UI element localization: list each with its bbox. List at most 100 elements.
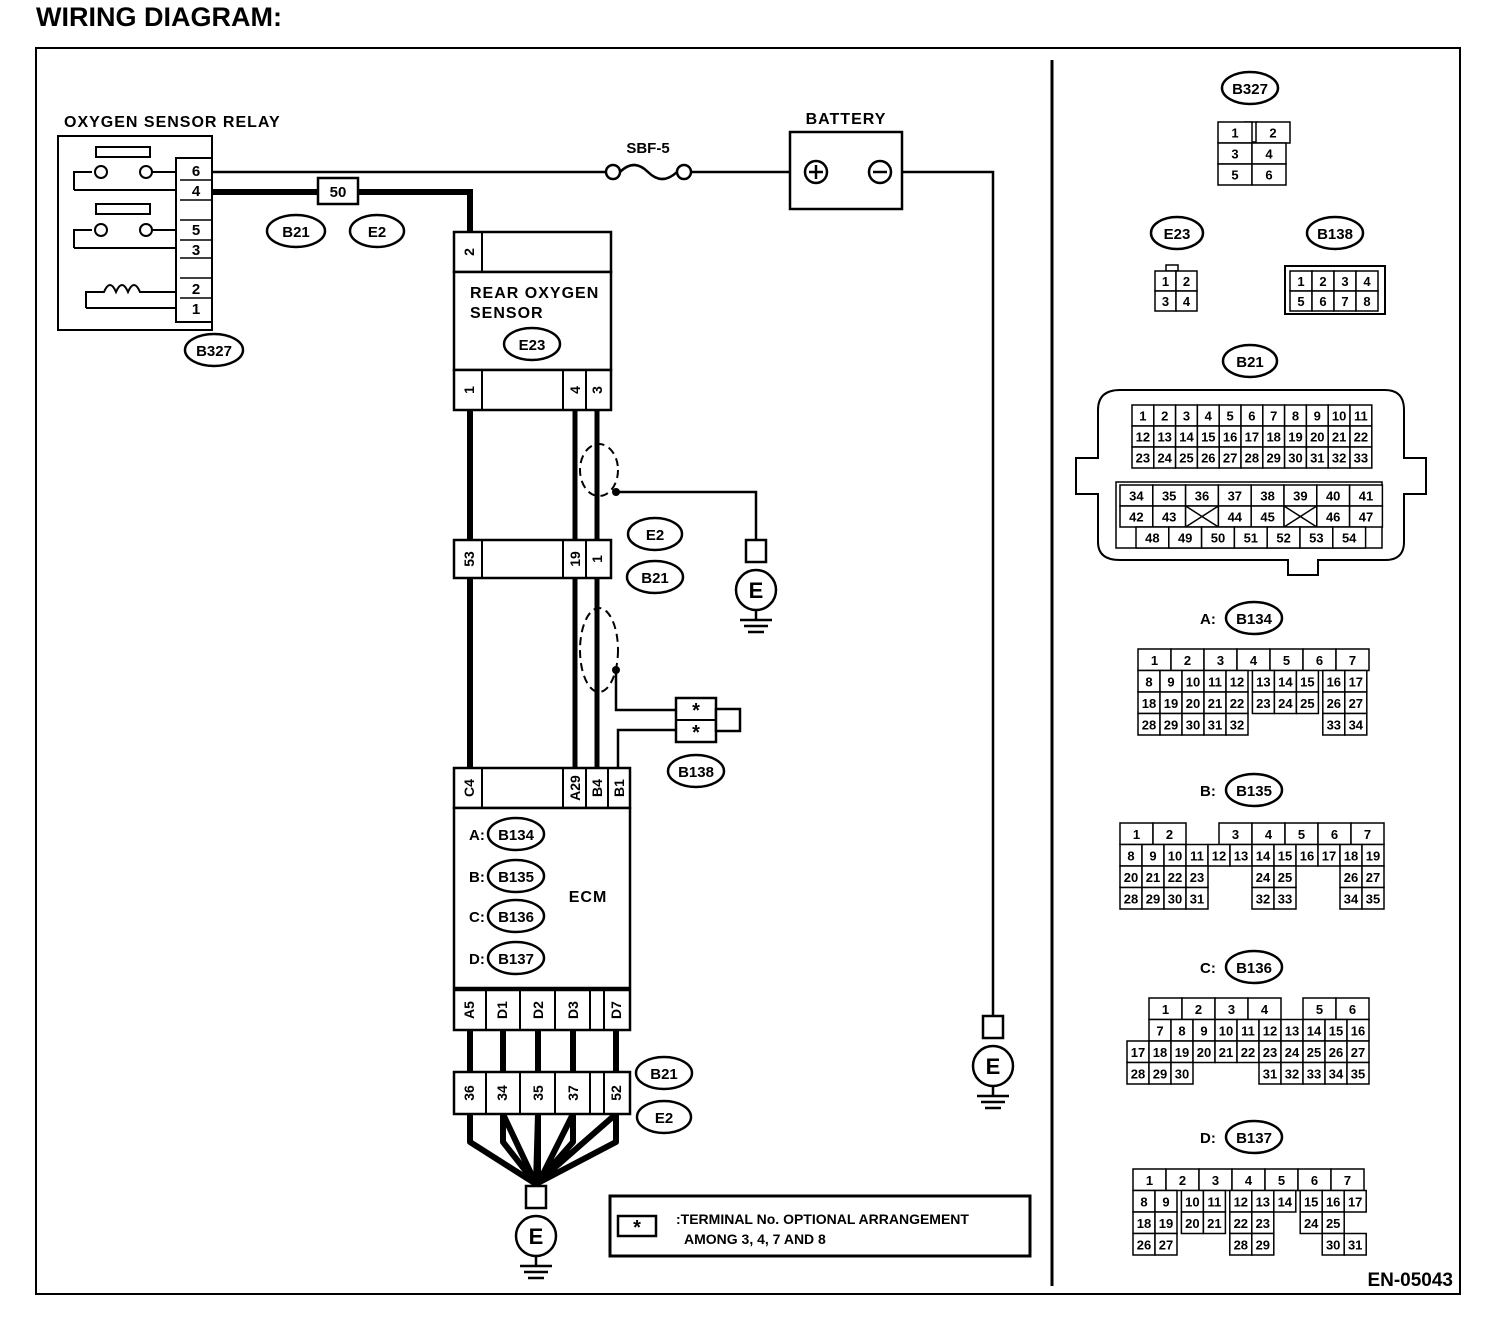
pinout-b21-blocked-mark: [1283, 505, 1318, 528]
connector-tag-e23: [502, 326, 562, 362]
pinout-b136-pin-label: 6: [1349, 1002, 1356, 1017]
pinout-b137-pin-label: 4: [1245, 1173, 1253, 1188]
pinout-b137-pin-label: 7: [1344, 1173, 1351, 1188]
ecm: C4 A29 B4 B1 A: B134 B: B135 C: B136 D: …: [452, 766, 632, 1032]
pinout-b136-pin-label: 23: [1263, 1045, 1277, 1060]
svg-text:1: 1: [461, 386, 477, 394]
pinout-b134-pin-label: 25: [1300, 696, 1314, 711]
pinout-e23-pin-label: 1: [1162, 274, 1169, 289]
pinout-b21-pin-label: 50: [1211, 531, 1225, 546]
pinout-b136-pin-label: 31: [1263, 1066, 1277, 1081]
pinout-b137-cell: [1154, 1232, 1178, 1256]
svg-text:B134: B134: [498, 827, 535, 844]
pinout-b21-pin-label: 23: [1136, 451, 1150, 466]
pinout-b135-cell: [1361, 886, 1385, 910]
pinout-b134-pin-label: 27: [1349, 696, 1363, 711]
connector-tag-b138: [666, 753, 726, 789]
pinout-b21-pin-label: 26: [1201, 451, 1215, 466]
pinout-b21-pin-label: 30: [1288, 451, 1302, 466]
pinout-b135-cell: [1185, 886, 1209, 910]
pinout-e23-pin-label: 4: [1183, 294, 1191, 309]
svg-text:ECM: ECM: [569, 889, 608, 906]
pinout-b136-pin-label: 14: [1307, 1023, 1322, 1038]
pinout-b137-pin-label: 28: [1234, 1237, 1248, 1252]
pinout-b21-pin-label: 52: [1276, 531, 1290, 546]
pinout-b135-pin-label: 29: [1146, 891, 1160, 906]
pinout-b21-pin-label: 41: [1359, 489, 1373, 504]
pinout-b134-pin-label: 21: [1208, 696, 1222, 711]
connector-tag-b21: [634, 1055, 694, 1091]
pinout-b21-pin-label: 43: [1162, 510, 1176, 525]
pinout-b137-pin-label: 18: [1137, 1216, 1151, 1231]
svg-text:B138: B138: [678, 764, 714, 781]
pinout-b21-pin-label: 40: [1326, 489, 1340, 504]
pinout-b327-cell: [1251, 163, 1287, 186]
pinout-b137-pin-label: 3: [1212, 1173, 1219, 1188]
pinout-b136-pin-label: 34: [1329, 1066, 1344, 1081]
svg-text:C:: C:: [469, 909, 485, 926]
pinout-b21-pin-label: 54: [1342, 531, 1357, 546]
wires: [212, 170, 995, 1187]
svg-text:D3: D3: [565, 1001, 581, 1019]
wire-ground-bundle: [467, 1111, 619, 1187]
connector-pinouts: B327 E23 B138 B21 A: B134 B: B135 C: B13…: [1075, 70, 1427, 1155]
pinout-b137-pin-label: 10: [1185, 1194, 1199, 1209]
pinout-b21-pin-label: 51: [1244, 531, 1258, 546]
pinout-b137-pin-label: 2: [1179, 1173, 1186, 1188]
pinout-b135-pin-label: 16: [1300, 848, 1314, 863]
pinout-b21-pin-label: 37: [1228, 489, 1242, 504]
pinout-b21-pin-label: 24: [1157, 451, 1172, 466]
pinout-b137-pin-label: 22: [1234, 1216, 1248, 1231]
pinout-b136-pin-label: 12: [1263, 1023, 1277, 1038]
pinout-b21-pin-label: 25: [1179, 451, 1193, 466]
pinout-b134-pin-label: 4: [1250, 653, 1258, 668]
svg-text:*: *: [633, 1217, 641, 1239]
pinout-b134-pin-label: 24: [1278, 696, 1293, 711]
svg-text:BATTERY: BATTERY: [806, 111, 887, 128]
pinout-e23-pin-label: 3: [1162, 294, 1169, 309]
svg-text:D:: D:: [1200, 1130, 1216, 1147]
svg-text:D2: D2: [530, 1001, 546, 1019]
svg-text:C:: C:: [1200, 960, 1216, 977]
ground-icon: E: [514, 1184, 558, 1280]
svg-text:B136: B136: [498, 909, 534, 926]
pinout-b136-pin-label: 28: [1131, 1066, 1145, 1081]
svg-text:*: *: [692, 700, 700, 722]
pinout-b327-pin-label: 5: [1231, 168, 1238, 183]
pinout-b134-pin-label: 2: [1184, 653, 1191, 668]
svg-text:B135: B135: [1236, 783, 1272, 800]
pinout-b21-pin-label: 19: [1288, 430, 1302, 445]
pinout-b134-pin-label: 30: [1186, 717, 1200, 732]
pinout-b135-pin-label: 17: [1322, 848, 1336, 863]
pinout-b137-cell: [1202, 1211, 1227, 1235]
pinout-b136-pin-label: 15: [1329, 1023, 1343, 1038]
pinout-b136-pin-label: 30: [1175, 1066, 1189, 1081]
pinout-b134-pin-label: 3: [1217, 653, 1224, 668]
pinout-b21-pin-label: 38: [1260, 489, 1274, 504]
pinout-b21-pin-label: 1: [1139, 409, 1146, 424]
pinout-b135-pin-label: 6: [1331, 827, 1338, 842]
svg-text:D1: D1: [494, 1001, 510, 1019]
pinout-b136-pin-label: 20: [1197, 1045, 1211, 1060]
pinout-b138-pin-label: 6: [1319, 294, 1326, 309]
pinout-b135-pin-label: 9: [1149, 848, 1156, 863]
svg-text:B21: B21: [1236, 354, 1264, 371]
svg-text:B4: B4: [589, 779, 605, 797]
connector-tag-b327: [183, 332, 245, 368]
pinout-b136-pin-label: 24: [1285, 1045, 1300, 1060]
pinout-b135-pin-label: 15: [1278, 848, 1292, 863]
pinout-b136-pin-label: 5: [1316, 1002, 1323, 1017]
pinout-e23-cell: [1175, 290, 1198, 312]
svg-text:A:: A:: [1200, 611, 1216, 628]
svg-text:35: 35: [530, 1085, 546, 1101]
pinout-b136-cell: [1170, 1061, 1194, 1085]
pinout-b21-pin-label: 14: [1179, 430, 1194, 445]
pinout-b21-pin-label: 53: [1309, 531, 1323, 546]
svg-text:B:: B:: [1200, 783, 1216, 800]
svg-text:B135: B135: [498, 869, 534, 886]
svg-text:5: 5: [192, 222, 200, 239]
pinout-b134-pin-label: 31: [1208, 717, 1222, 732]
pinout-b135-pin-label: 8: [1127, 848, 1134, 863]
